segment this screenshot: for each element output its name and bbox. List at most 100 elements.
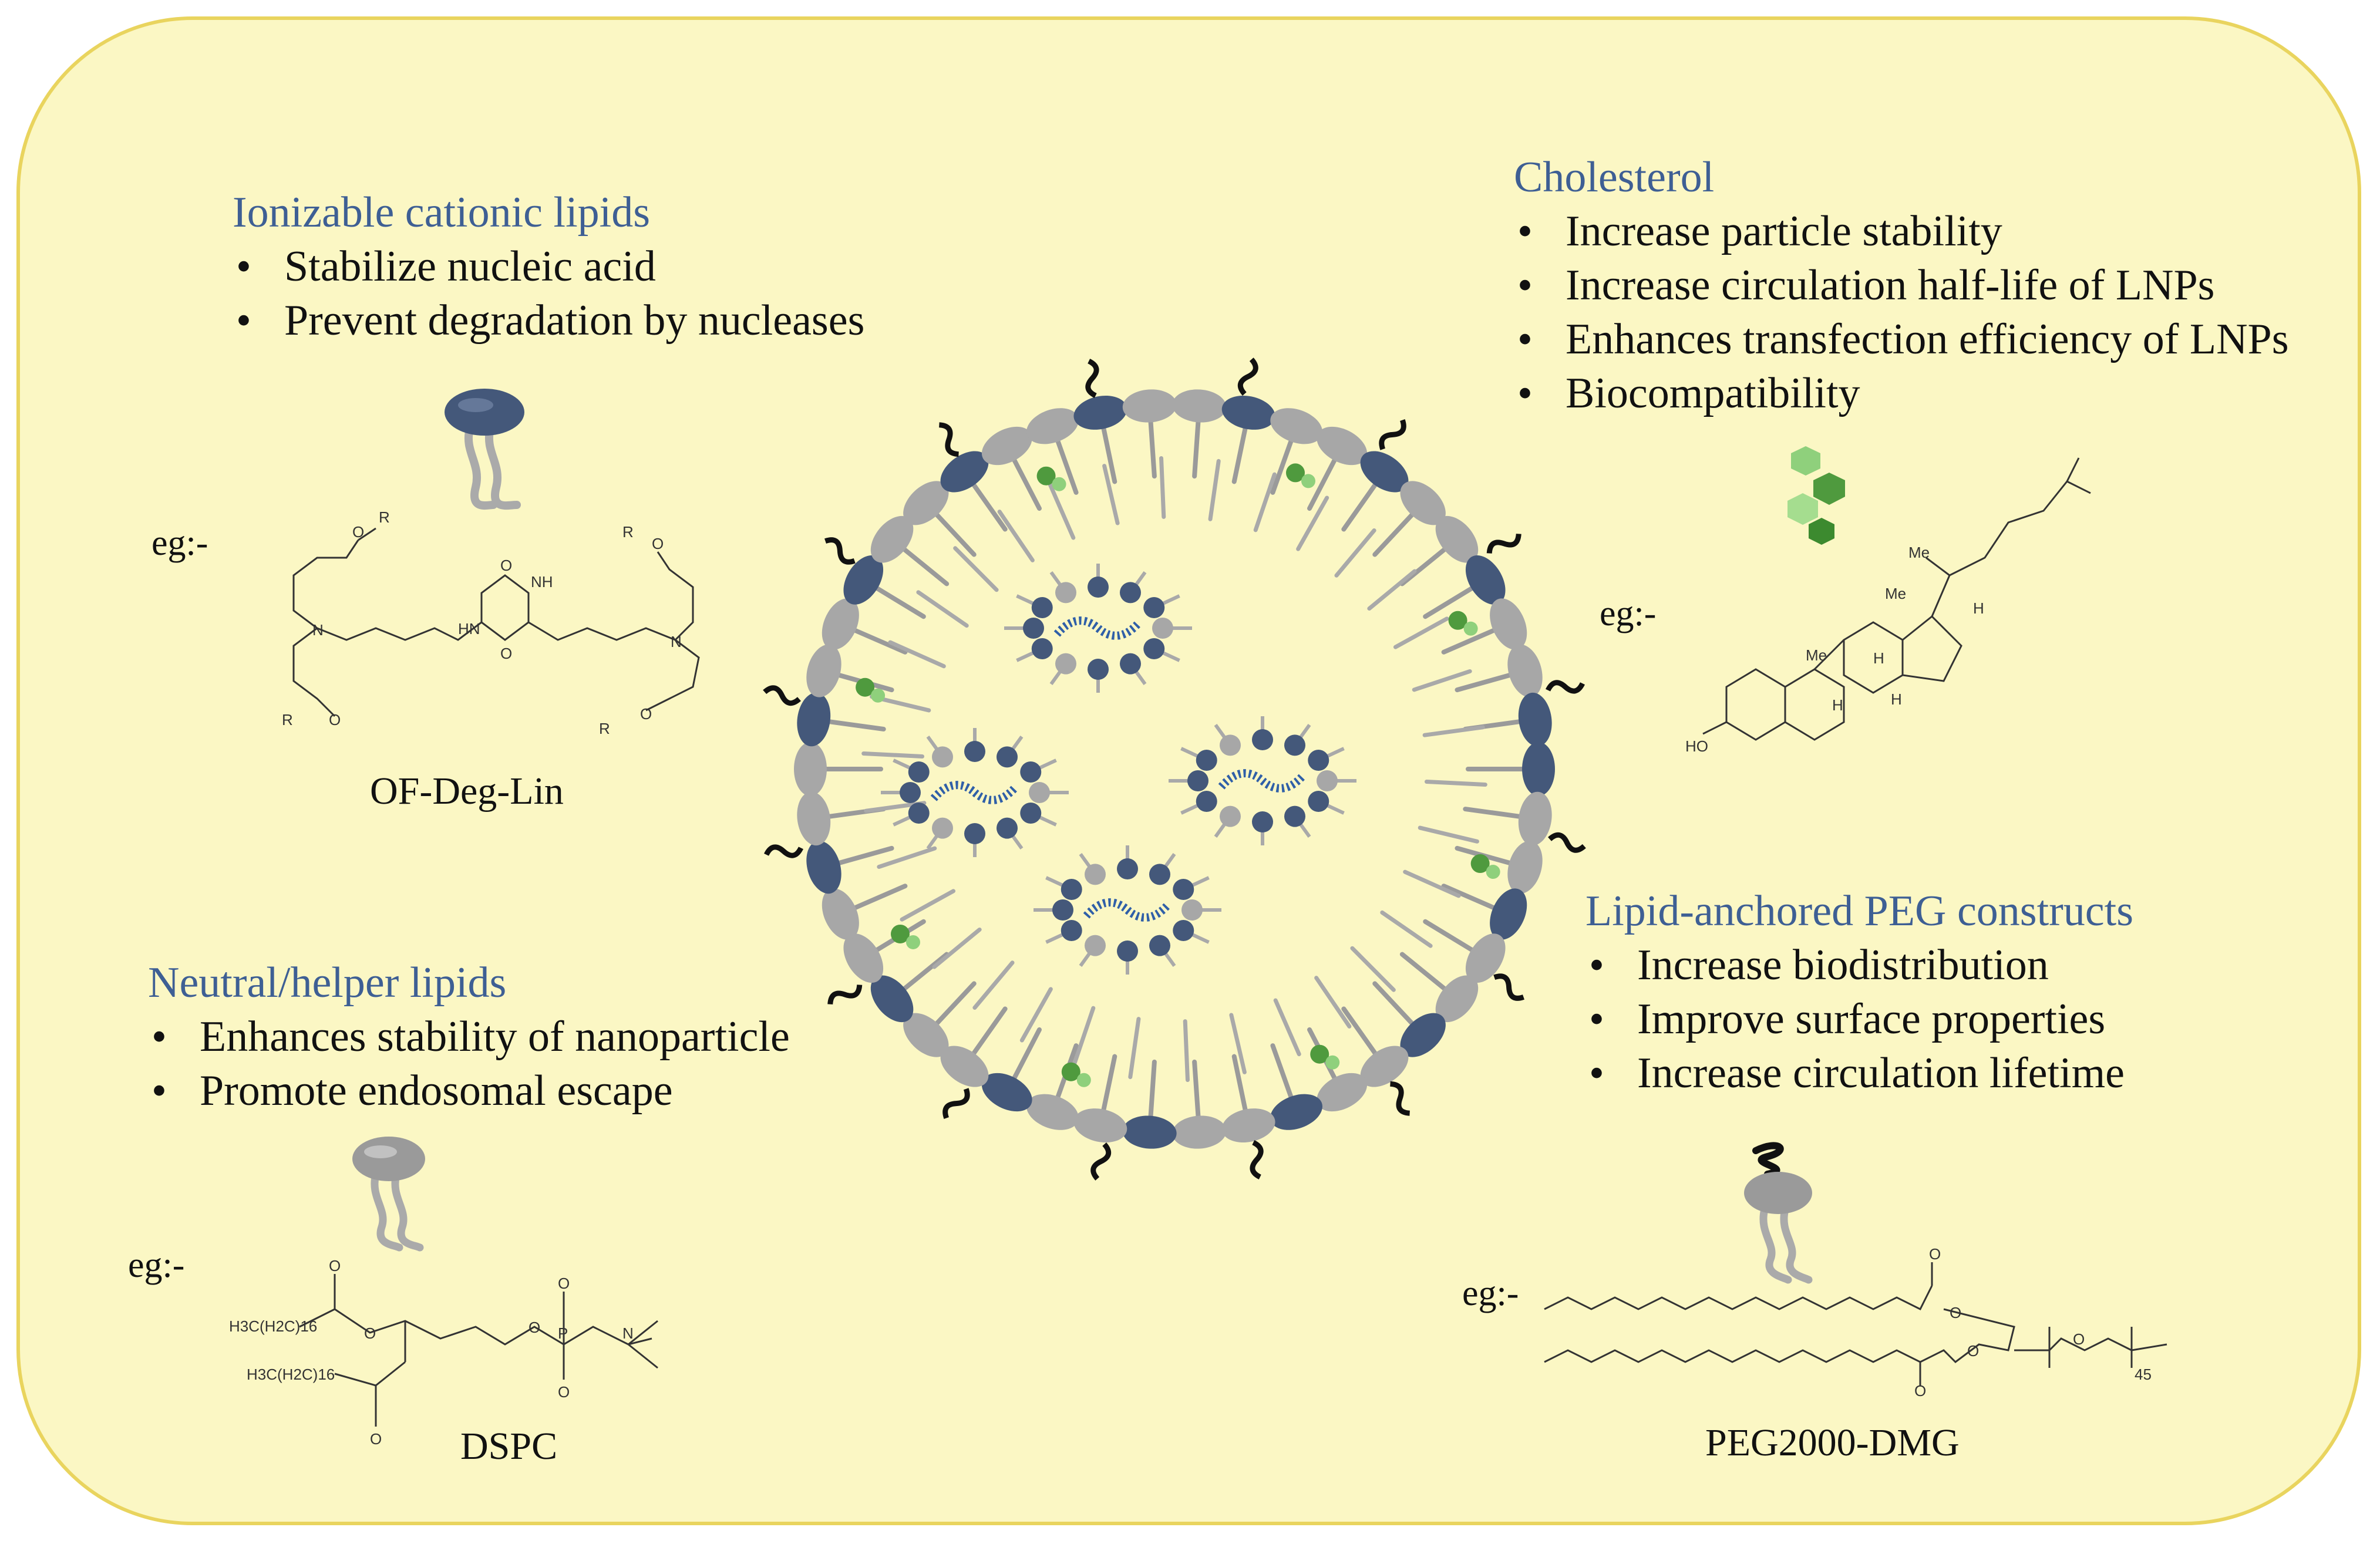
- lipid-head: [903, 481, 949, 525]
- peg-bullet: Increase biodistribution: [1585, 938, 2133, 992]
- helper-title: Neutral/helper lipids: [148, 959, 507, 1007]
- peg-chain: [1250, 1140, 1264, 1179]
- complex-head: [1052, 899, 1073, 921]
- complex-head: [1020, 761, 1042, 783]
- complex-head: [997, 817, 1018, 839]
- atom-label: O: [352, 523, 364, 541]
- lipid-head: [1522, 742, 1555, 796]
- nucleic-acid-complexes: [881, 564, 1356, 975]
- peg-bullet: Increase circulation lifetime: [1585, 1046, 2133, 1100]
- cholesterol-cluster: [1448, 611, 1467, 630]
- lipid-tail: [1424, 779, 1487, 787]
- ionizable-bullets: Stabilize nucleic acid Prevent degradati…: [233, 240, 864, 348]
- lipid-tail: [972, 960, 1015, 1010]
- lipid-head: [1400, 1013, 1446, 1057]
- ionizable-section: Ionizable cationic lipids Stabilize nucl…: [233, 186, 864, 348]
- lipid-head: [1270, 408, 1322, 444]
- atom-label: N: [312, 621, 324, 639]
- peg-chain: [1379, 419, 1406, 450]
- peg2000-dmg-structure: O O O O O 45: [1544, 1245, 2167, 1400]
- lipid-head: [1435, 975, 1479, 1023]
- atom-label: Me: [1885, 585, 1906, 602]
- atom-label: H3C(H2C)16: [247, 1366, 335, 1383]
- cholesterol-cluster: [1285, 463, 1305, 483]
- ionizable-lipid-icon: [445, 389, 524, 510]
- lipid-tail: [1418, 825, 1479, 844]
- lipid-head: [1073, 1108, 1127, 1142]
- peg-chain: [1548, 832, 1586, 853]
- peg-chain: [763, 685, 801, 706]
- complex-head: [1317, 770, 1338, 791]
- lipid-tail: [1208, 459, 1221, 521]
- peg-chain: [1237, 358, 1258, 396]
- lipid-head: [1518, 791, 1552, 846]
- lipid-head: [1400, 481, 1446, 525]
- lipid-head: [981, 1073, 1032, 1112]
- lipid-tail: [861, 751, 925, 759]
- lipid-tail: [1412, 669, 1472, 692]
- of-deg-lin-structure: N N O R O R O R O R O O HN NH: [282, 508, 700, 737]
- lipid-tail: [1072, 1006, 1096, 1066]
- cholesterol-eg-label: eg:-: [1600, 594, 1657, 633]
- helper-lipid-icon: [352, 1137, 425, 1252]
- lipid-head: [797, 791, 831, 846]
- peg-chain: [1546, 680, 1585, 694]
- atom-label: P: [558, 1324, 568, 1342]
- cholesterol-title: Cholesterol: [1514, 153, 1715, 201]
- complex-head: [932, 817, 953, 839]
- peg-chain: [942, 1088, 970, 1119]
- lipid-head: [981, 426, 1032, 466]
- complex-head: [1088, 659, 1109, 680]
- ionizable-title: Ionizable cationic lipids: [233, 188, 650, 237]
- complex-head: [964, 741, 985, 762]
- helper-example-name: DSPC: [460, 1425, 558, 1468]
- lipid-head: [1490, 598, 1527, 650]
- atom-label: O: [528, 1319, 540, 1336]
- rna-strand: [930, 781, 1019, 804]
- lipid-tail: [1296, 495, 1329, 551]
- cholesterol-cluster: [1076, 1073, 1091, 1087]
- lipid-head: [843, 933, 884, 983]
- atom-label: O: [500, 645, 512, 662]
- lipid-tail: [1048, 481, 1076, 540]
- peg-title: Lipid-anchored PEG constructs: [1585, 887, 2133, 935]
- complex-head: [997, 746, 1018, 768]
- complex-head: [1187, 770, 1208, 791]
- peg-chain: [1090, 1142, 1112, 1181]
- atom-label: H: [1873, 649, 1884, 667]
- atom-label: O: [558, 1275, 570, 1292]
- complex-head: [1220, 805, 1241, 827]
- complex-head: [1252, 811, 1273, 832]
- lipid-head: [1122, 1115, 1177, 1149]
- atom-label: R: [622, 523, 634, 541]
- lipid-head: [822, 598, 859, 650]
- lipid-tail: [953, 546, 999, 592]
- lipid-head: [903, 1013, 949, 1057]
- lipid-tail: [1273, 998, 1301, 1057]
- complex-head: [1308, 750, 1329, 771]
- lipid-tail: [916, 590, 969, 628]
- peg-bullet: Improve surface properties: [1585, 992, 2133, 1046]
- lipid-head: [1073, 395, 1127, 430]
- cholesterol-structure: HO Me Me Me H H H H: [1685, 457, 2091, 755]
- cholesterol-bullet: Biocompatibility: [1514, 366, 2289, 420]
- atom-label: O: [652, 535, 664, 552]
- lipid-head: [806, 841, 841, 894]
- cholesterol-cluster: [905, 935, 920, 949]
- peg-lipid-icon: [1744, 1142, 1813, 1284]
- lipid-tail: [1159, 456, 1166, 519]
- lipid-head: [1490, 888, 1527, 940]
- lipid-tail: [1183, 1019, 1190, 1083]
- lipid-tail: [1019, 987, 1053, 1043]
- lipid-head: [1221, 395, 1275, 430]
- atom-label: O: [370, 1430, 382, 1448]
- complex-head: [1031, 597, 1053, 618]
- cholesterol-cluster: [1301, 474, 1315, 488]
- lipid-head: [1122, 389, 1177, 423]
- complex-head: [1085, 864, 1106, 885]
- lipid-head: [1435, 515, 1479, 563]
- complex-head: [1029, 782, 1050, 803]
- atom-label: O: [1914, 1382, 1926, 1400]
- cholesterol-cluster: [871, 688, 886, 703]
- rna-strand: [1053, 616, 1143, 640]
